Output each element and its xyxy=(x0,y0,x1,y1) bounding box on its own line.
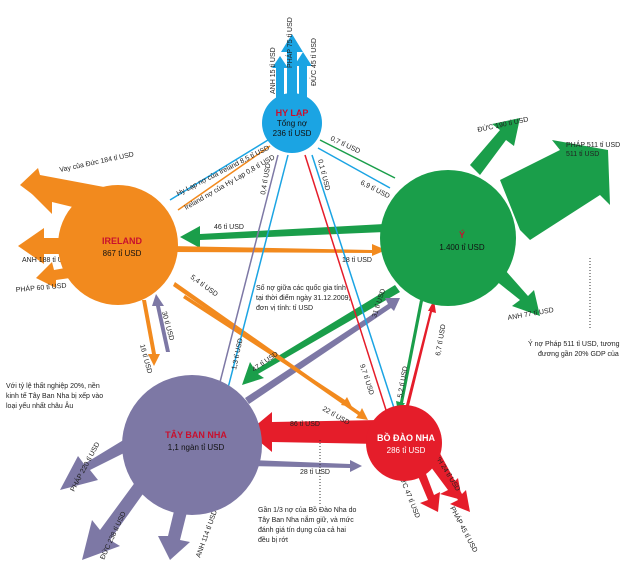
spain-node xyxy=(122,375,262,515)
flow-label-ireland-italy: 18 tỉ USD xyxy=(342,256,372,264)
ireland-value: 867 tỉ USD xyxy=(103,249,142,258)
ireland-ext-france-label: PHÁP 60 tỉ USD xyxy=(15,281,66,294)
greece-arrow-france xyxy=(281,34,303,110)
ireland-name: IRELAND xyxy=(102,236,142,246)
greece-node xyxy=(262,93,322,153)
svg-text:tại thời điểm ngày 31.12.2009,: tại thời điểm ngày 31.12.2009, xyxy=(256,294,351,302)
flow-spain-portugal xyxy=(250,460,362,472)
svg-text:Với tỷ lệ thất nghiệp 20%, nền: Với tỷ lệ thất nghiệp 20%, nền xyxy=(6,381,100,390)
italy-external-arrows xyxy=(470,118,610,316)
flow-spain-ireland xyxy=(152,294,170,352)
italy-arrow-france xyxy=(500,140,610,240)
spain-value: 1,1 ngàn tỉ USD xyxy=(168,443,225,452)
italy-ext-france-label-b: 511 tỉ USD xyxy=(566,150,599,158)
svg-text:loại yếu nhất châu Âu: loại yếu nhất châu Âu xyxy=(6,401,73,410)
portugal-note: Gần 1/3 nợ của Bồ Đào Nha do Tây Ban Nha… xyxy=(258,440,356,544)
svg-text:Ý nợ Pháp 511 tỉ USD, tương: Ý nợ Pháp 511 tỉ USD, tương xyxy=(528,339,620,348)
greece-ext-france-label: PHÁP 75 tỉ USD xyxy=(285,17,294,68)
center-note: Số nợ giữa các quốc gia tính tại thời đi… xyxy=(256,283,351,312)
flow-label-italy-portugal: 6,7 tỉ USD xyxy=(434,324,447,357)
svg-text:đương gần 20% GDP của Pháp: đương gần 20% GDP của Pháp xyxy=(538,349,620,358)
portugal-arrow-france xyxy=(428,446,470,512)
flow-portugal-greece xyxy=(311,154,395,409)
flow-italy-portugal xyxy=(396,300,423,412)
flow-spain-greece xyxy=(227,154,289,389)
flow-greece-ireland-a xyxy=(169,139,269,201)
flow-italy-greece xyxy=(317,147,391,189)
flow-label-portugal-spain: 86 tỉ USD xyxy=(290,420,320,428)
svg-text:Số nợ giữa các quốc gia tính: Số nợ giữa các quốc gia tính xyxy=(256,283,346,292)
flow-label-italy-ireland: 46 tỉ USD xyxy=(214,223,244,231)
flow-ireland-spain xyxy=(142,300,160,366)
svg-text:Gần 1/3 nợ của Bồ Đào Nha do: Gần 1/3 nợ của Bồ Đào Nha do xyxy=(258,505,356,514)
flow-label-ireland-portugal: 5,4 tỉ USD xyxy=(189,273,220,298)
portugal-name: BỒ ĐÀO NHA xyxy=(377,432,435,443)
flow-greece-spain xyxy=(217,154,279,391)
flow-greece-italy xyxy=(319,139,396,179)
ireland-ext-uk-label: ANH 188 tỉ USD xyxy=(22,256,73,264)
flow-label-portugal-italy: 5,2 tỉ USD xyxy=(396,366,409,399)
portugal-ext-france-label: PHÁP 45 tỉ USD xyxy=(448,505,480,554)
svg-text:kinh tế Tây Ban Nha bị xếp vào: kinh tế Tây Ban Nha bị xếp vào xyxy=(6,391,103,400)
italy-value: 1.400 tỉ USD xyxy=(439,243,485,252)
italy-arrow-uk xyxy=(495,270,540,316)
flow-ireland-italy xyxy=(170,244,386,256)
greece-sub: Tổng nợ xyxy=(277,119,308,128)
greece-value: 236 tỉ USD xyxy=(273,129,312,138)
greece-ext-uk-label: ANH 15 tỉ USD xyxy=(269,47,277,94)
spain-ext-uk-label: ANH 114 tỉ USD xyxy=(194,509,219,559)
ireland-ext-germany-label: Vay của Đức 184 tỉ USD xyxy=(59,150,135,174)
spain-name: TÂY BAN NHA xyxy=(165,429,227,440)
flow-label-spain-portugal: 28 tỉ USD xyxy=(300,468,330,476)
flow-spain-italy xyxy=(245,298,400,404)
flow-greece-ireland-b xyxy=(177,145,271,211)
flow-greece-portugal xyxy=(304,154,387,411)
portugal-node xyxy=(366,405,442,481)
svg-text:đơn vị tính: tỉ USD: đơn vị tính: tỉ USD xyxy=(256,304,313,312)
flow-portugal-spain xyxy=(248,412,380,452)
italy-name: Ý xyxy=(459,229,465,240)
italy-node xyxy=(380,170,516,306)
svg-text:đều bị rớt: đều bị rớt xyxy=(258,535,288,544)
spain-note: Với tỷ lệ thất nghiệp 20%, nền kinh tế T… xyxy=(6,381,103,410)
italy-note: Ý nợ Pháp 511 tỉ USD, tương đương gần 20… xyxy=(528,258,620,358)
flow-italy-ireland xyxy=(180,224,385,248)
italy-ext-france-label: PHÁP 511 tỉ USD xyxy=(566,140,620,149)
flow-spain-portugal-b xyxy=(183,295,352,407)
ireland-node xyxy=(58,185,178,305)
svg-text:Tây Ban Nha nắm giữ, và mức: Tây Ban Nha nắm giữ, và mức xyxy=(258,515,354,524)
greece-ext-germany-label: ĐỨC 45 tỉ USD xyxy=(309,38,318,86)
italy-arrow-germany xyxy=(470,118,520,175)
portugal-value: 286 tỉ USD xyxy=(387,446,426,455)
flow-portugal-italy xyxy=(405,300,436,410)
flow-label-italy-greece: 6,9 tỉ USD xyxy=(359,179,391,201)
flow-label-spain-greece: 1,3 tỉ USD xyxy=(230,338,244,371)
greece-arrow-germany xyxy=(294,52,312,112)
svg-text:đánh giá tín dụng của cả hai: đánh giá tín dụng của cả hai xyxy=(258,526,346,534)
greece-name: HY LẠP xyxy=(276,108,309,118)
